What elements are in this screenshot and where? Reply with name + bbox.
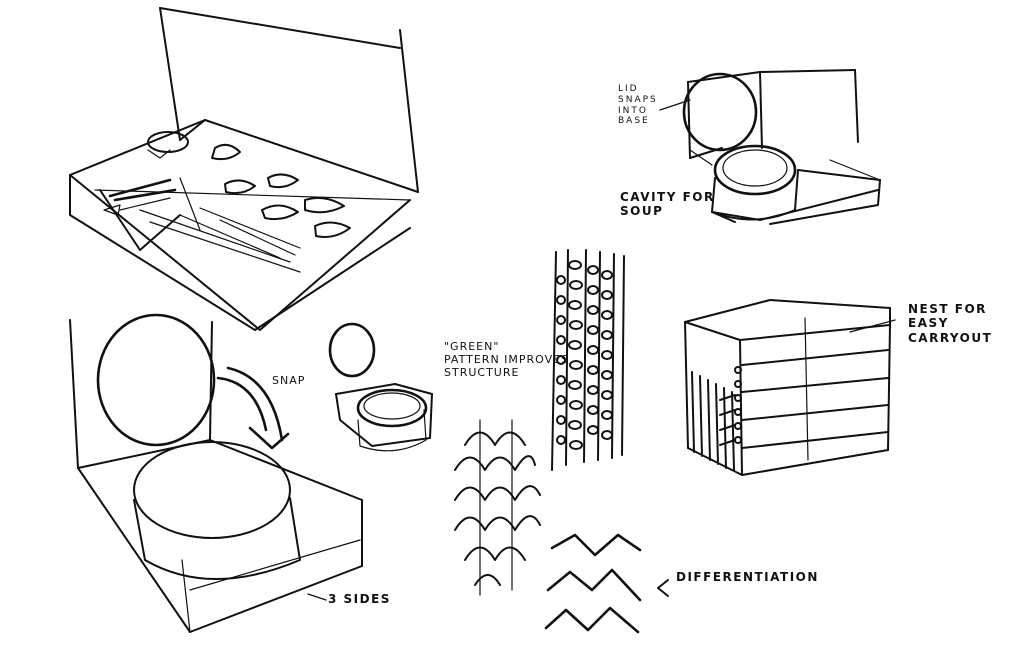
nested-boxes-sketch [684, 299, 891, 476]
sides-pointer-line [307, 593, 327, 601]
nest-carryout-note: NEST FOR EASY CARRYOUT [908, 302, 993, 345]
three-sides-note: 3 SIDES [328, 592, 391, 606]
lid-snaps-note: LID SNAPS INTO BASE [618, 84, 658, 127]
soup-container-sketch [682, 69, 881, 225]
lid-pointer-line [659, 99, 691, 111]
snap-note: SNAP [272, 374, 306, 387]
snap-lid-box-sketch [69, 313, 363, 633]
scale-pattern-sketch [454, 419, 541, 596]
nest-pointer-line [849, 319, 896, 333]
lunch-box-sketch [69, 7, 419, 331]
differentiation-note: DIFFERENTIATION [676, 570, 819, 584]
green-pattern-note: "GREEN" PATTERN IMPROVES STRUCTURE [444, 340, 570, 380]
zigzag-marks-sketch [544, 533, 669, 634]
ribbed-column-sketch [551, 249, 625, 471]
cavity-soup-note: CAVITY FOR SOUP [620, 190, 715, 219]
small-round-container-sketch [328, 322, 433, 452]
